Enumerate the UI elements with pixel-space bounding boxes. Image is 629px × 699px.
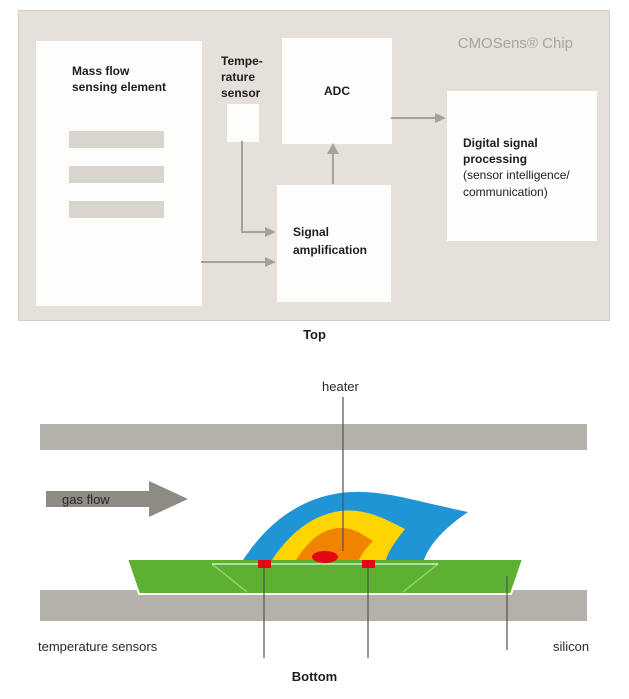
bottom-caption: Bottom bbox=[291, 669, 338, 684]
temperature-sensor-right bbox=[362, 560, 375, 568]
bottom-silicon-wall bbox=[40, 590, 587, 621]
dsp-label-sub: (sensor intelligence/ communication) bbox=[463, 168, 570, 199]
thermal-plume-outer bbox=[243, 491, 468, 560]
sensor-chip bbox=[125, 558, 525, 595]
cavity-edge-right bbox=[402, 563, 439, 593]
adc-box: ADC bbox=[282, 38, 392, 144]
temperature-sensors-label: temperature sensors bbox=[38, 639, 158, 654]
cmosens-chip-panel: CMOSens® Chip Mass flow sensing element … bbox=[18, 10, 610, 321]
digital-signal-processing-box: Digital signal processing (sensor intell… bbox=[447, 91, 597, 241]
dsp-label-bold: Digital signal processing bbox=[463, 136, 538, 167]
adc-label: ADC bbox=[324, 83, 350, 98]
mass-flow-label: Mass flow sensing element bbox=[72, 64, 167, 95]
gas-flow-label: gas flow bbox=[62, 492, 110, 507]
sensing-element-bar bbox=[69, 166, 164, 183]
sensing-element-bar bbox=[69, 131, 164, 148]
leader-lines bbox=[263, 397, 508, 658]
sensing-element-bar bbox=[69, 201, 164, 218]
thermal-plume-mid bbox=[272, 510, 405, 560]
top-silicon-wall bbox=[40, 424, 587, 450]
chip-title: CMOSens® Chip bbox=[457, 35, 573, 52]
heater-label: heater bbox=[322, 379, 359, 394]
signal-amplification-label: Signal amplification bbox=[293, 225, 368, 257]
temperature-sensor-left bbox=[258, 560, 271, 568]
mass-flow-sensing-element-box: Mass flow sensing element bbox=[36, 41, 202, 306]
signal-amplification-box: Signal amplification bbox=[277, 185, 391, 302]
silicon-label: silicon bbox=[553, 639, 590, 654]
heater-element bbox=[312, 551, 338, 563]
temperature-sensor-box bbox=[227, 104, 259, 142]
cavity-edge-left bbox=[211, 563, 248, 593]
top-caption: Top bbox=[303, 327, 326, 342]
thermal-plume-inner bbox=[296, 527, 373, 560]
temperature-sensor-label: Tempe- rature sensor bbox=[221, 54, 263, 101]
